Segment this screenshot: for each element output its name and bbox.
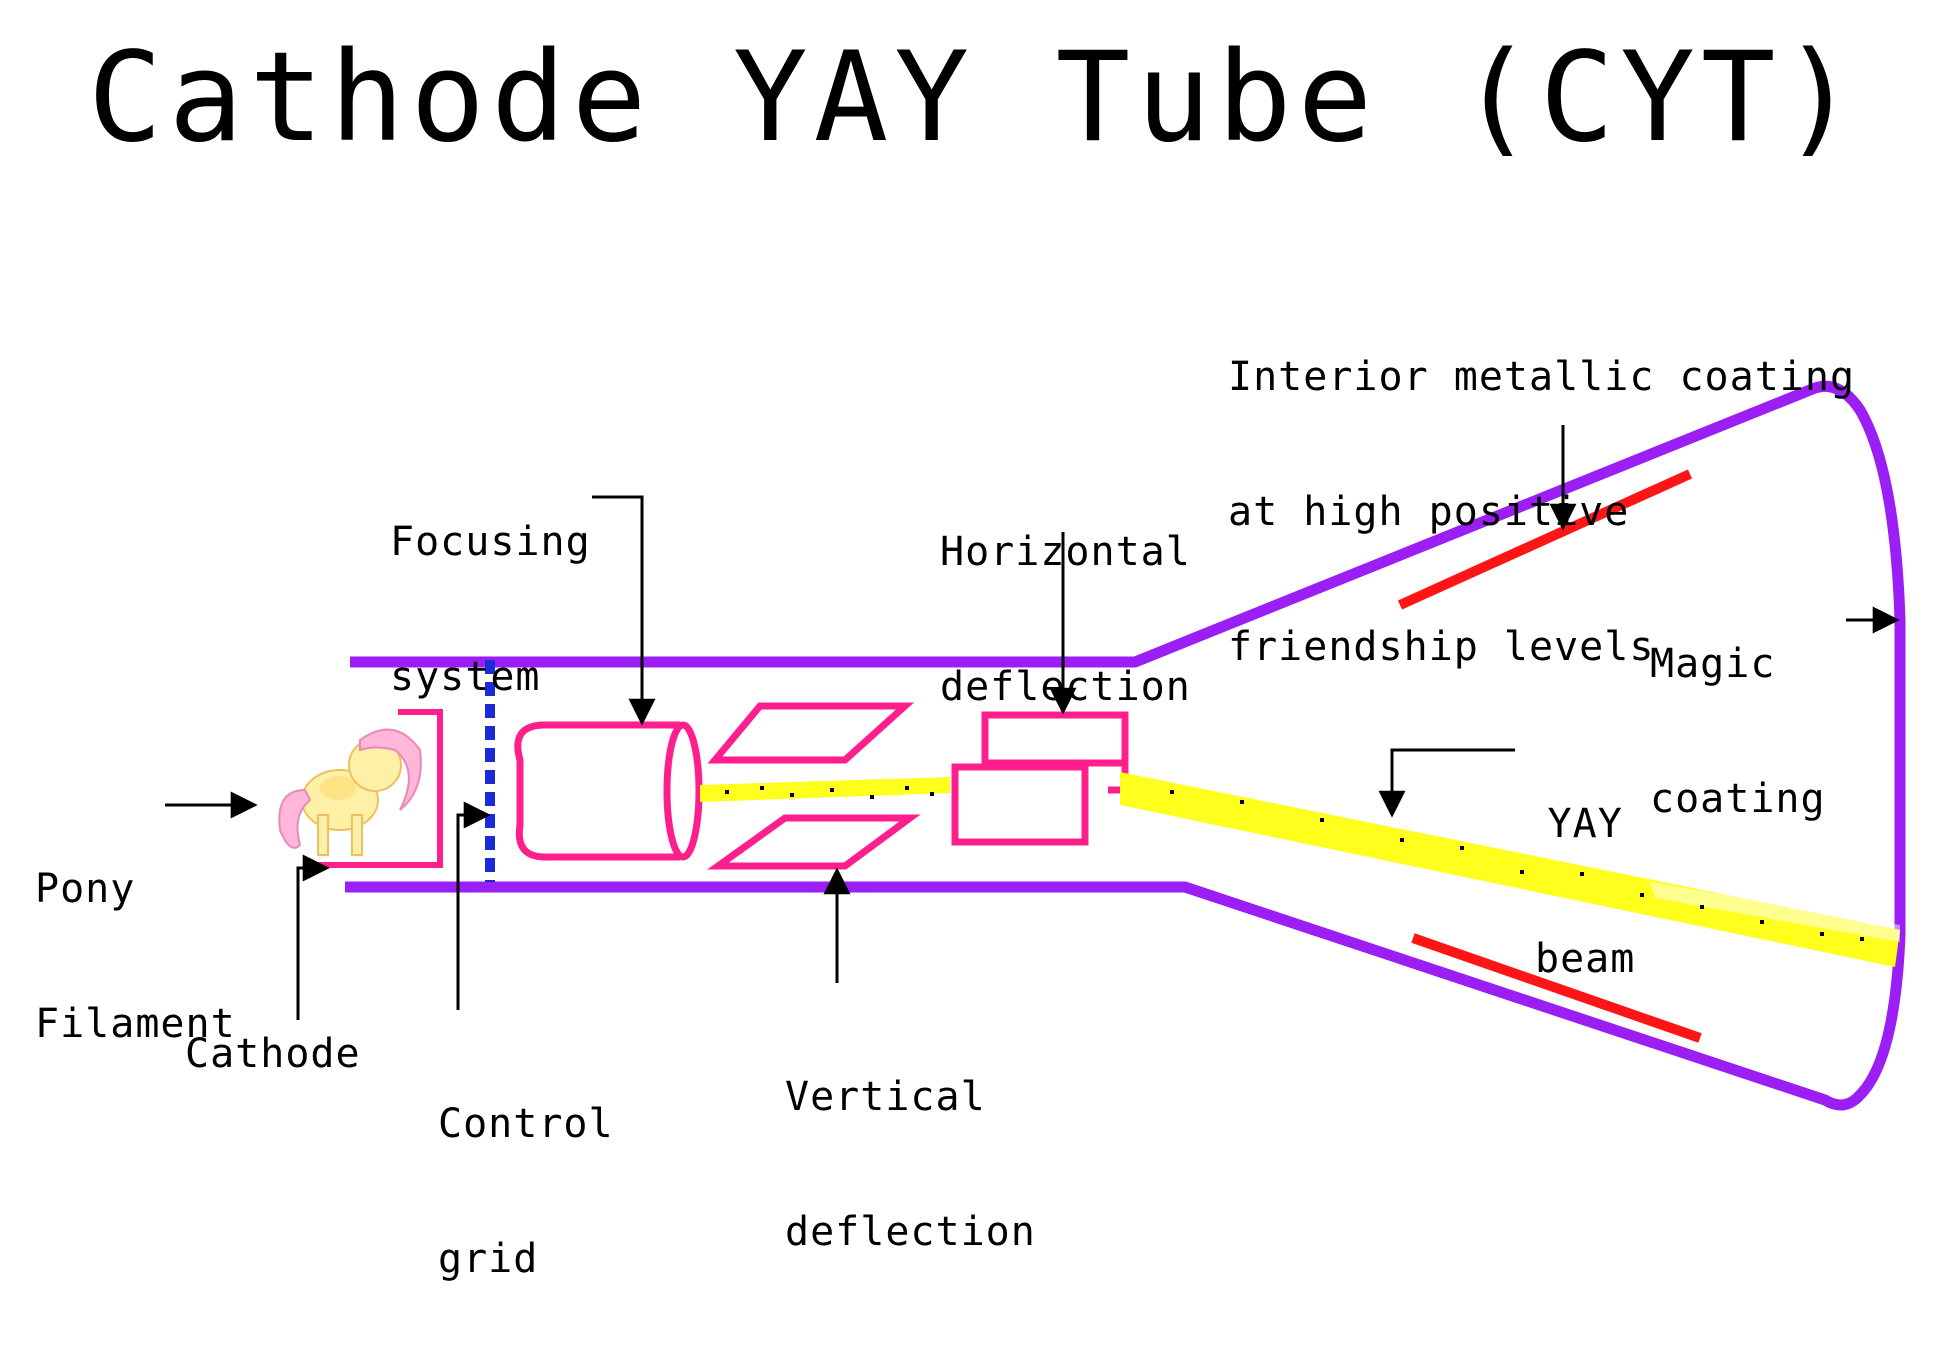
diagram-title: Cathode YAY Tube (CYT) bbox=[87, 26, 1863, 170]
label-magic-coating: Magic coating bbox=[1650, 552, 1826, 912]
label-control-line-2: grid bbox=[438, 1236, 539, 1282]
pony-icon bbox=[278, 728, 422, 856]
vertical-deflection-plate-top bbox=[707, 702, 915, 764]
diagram-canvas bbox=[165, 380, 1906, 1111]
yay-beam-pointer bbox=[1378, 748, 1515, 818]
label-vertical-deflection: Vertical deflection bbox=[785, 985, 1036, 1345]
label-magic-line-1: Magic bbox=[1650, 641, 1776, 687]
control-grid-pointer bbox=[456, 801, 491, 1010]
label-magic-line-2: coating bbox=[1650, 776, 1826, 822]
tube-upper-wall bbox=[345, 380, 1906, 1111]
label-pony-line-1: Pony bbox=[35, 866, 136, 912]
label-horizontal-deflection: Horizontal deflection bbox=[940, 440, 1191, 800]
pointer-lines bbox=[165, 425, 1900, 1020]
label-control-line-1: Control bbox=[438, 1101, 614, 1147]
label-cathode: Cathode bbox=[185, 1031, 361, 1077]
label-interior-coating-line-3: friendship levels bbox=[1228, 624, 1655, 670]
label-focusing-system: Focusing system bbox=[390, 430, 591, 790]
label-pony-line-2: Filament bbox=[35, 1001, 236, 1047]
interior-coating-top bbox=[1397, 469, 1693, 610]
label-focusing-line-1: Focusing bbox=[390, 519, 591, 565]
focusing-cylinder bbox=[514, 721, 703, 861]
cathode-pointer bbox=[296, 854, 330, 1020]
label-interior-coating-line-1: Interior metallic coating bbox=[1228, 354, 1856, 400]
label-horizontal-line-1: Horizontal bbox=[940, 529, 1191, 575]
crt-diagram: Cathode YAY Tube (CYT) bbox=[35, 26, 1906, 1282]
yay-beam bbox=[700, 772, 1900, 967]
interior-coating-bottom bbox=[1411, 933, 1702, 1043]
label-control-grid: Control grid bbox=[438, 1012, 614, 1372]
label-yay-line-1: YAY bbox=[1547, 801, 1623, 847]
label-vertical-line-2: deflection bbox=[785, 1209, 1036, 1255]
beam-sparkles bbox=[725, 786, 1864, 941]
label-yay-line-2: beam bbox=[1535, 936, 1636, 982]
cathode-bracket bbox=[318, 709, 443, 868]
label-horizontal-line-2: deflection bbox=[940, 664, 1191, 710]
label-interior-coating: Interior metallic coating at high positi… bbox=[1228, 265, 1855, 760]
label-vertical-line-1: Vertical bbox=[785, 1074, 986, 1120]
vertical-deflection-plate-bottom bbox=[707, 814, 921, 870]
horizontal-deflection-plates bbox=[951, 711, 1129, 846]
label-focusing-line-2: system bbox=[390, 654, 541, 700]
tube-outline bbox=[345, 380, 1906, 1111]
label-yay-beam: YAY beam bbox=[1535, 712, 1635, 1072]
label-pony-filament: Pony Filament bbox=[35, 777, 236, 1137]
focusing-pointer bbox=[592, 495, 656, 726]
label-interior-coating-line-2: at high positive bbox=[1228, 489, 1630, 535]
